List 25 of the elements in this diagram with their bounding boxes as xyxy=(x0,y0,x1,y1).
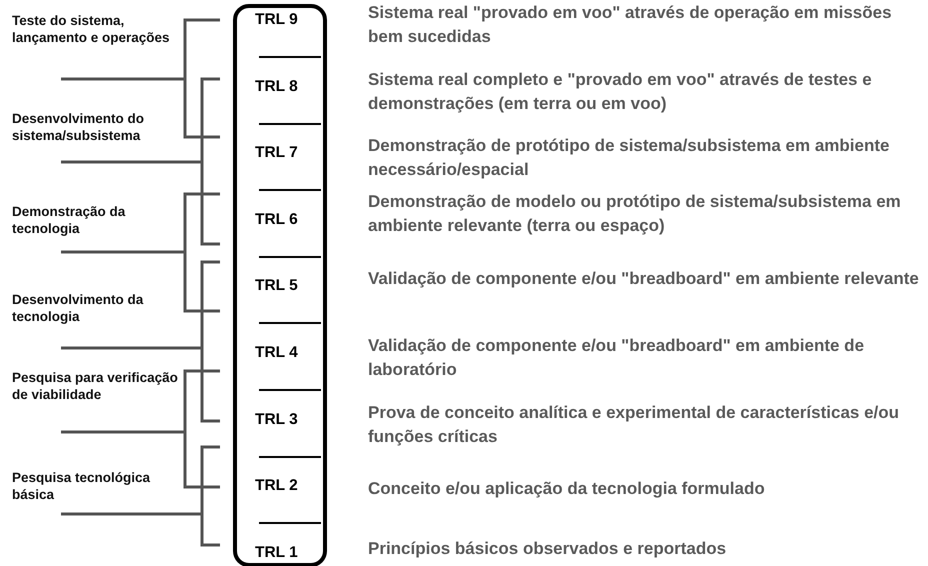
description-text: Validação de componente e/ou "breadboard" em ambiente de laboratório xyxy=(368,335,866,381)
description-text: Demonstração de protótipo de sistema/subsistema em ambiente necessário/espacial xyxy=(368,135,890,181)
phase-label: Desenvolvimento da tecnologia xyxy=(12,291,144,325)
level-label: TRL 1 xyxy=(255,544,298,562)
description-text: Prova de conceito analítica e experimental de características e/ou funções críticas xyxy=(368,402,900,448)
level-label: TRL 6 xyxy=(255,210,298,229)
description-text: Validação de componente e/ou "breadboard" em ambiente relevante xyxy=(368,268,920,290)
phase-label: Demonstração da tecnologia xyxy=(12,203,126,237)
level-label: TRL 8 xyxy=(255,78,298,96)
description-text: Princípios básicos observados e reportados xyxy=(368,538,728,560)
description-text: Sistema real completo e "provado em voo" através de testes e demonstrações (em terra ou em voo) xyxy=(368,69,873,115)
phase-label: Pesquisa para verificação de viabilidade xyxy=(12,369,179,403)
phase-label: Teste do sistema, lançamento e operações xyxy=(12,12,171,46)
phase-label: Desenvolvimento do sistema/subsistema xyxy=(12,110,146,144)
level-label: TRL 9 xyxy=(255,11,298,29)
description-text: Demonstração de modelo ou protótipo de sistema/subsistema em ambiente relevante (terra ou espaço) xyxy=(368,191,902,237)
level-label: TRL 5 xyxy=(255,277,298,296)
description-text: Conceito e/ou aplicação da tecnologia formulado xyxy=(368,478,766,500)
level-label: TRL 4 xyxy=(255,344,298,362)
phase-label: Pesquisa tecnológica básica xyxy=(12,469,152,503)
level-label: TRL 7 xyxy=(255,144,298,162)
level-label: TRL 2 xyxy=(255,477,298,496)
description-text: Sistema real "provado em voo" através de operação em missões bem sucedidas xyxy=(368,2,893,48)
level-label: TRL 3 xyxy=(255,410,298,429)
level-column xyxy=(233,4,327,566)
